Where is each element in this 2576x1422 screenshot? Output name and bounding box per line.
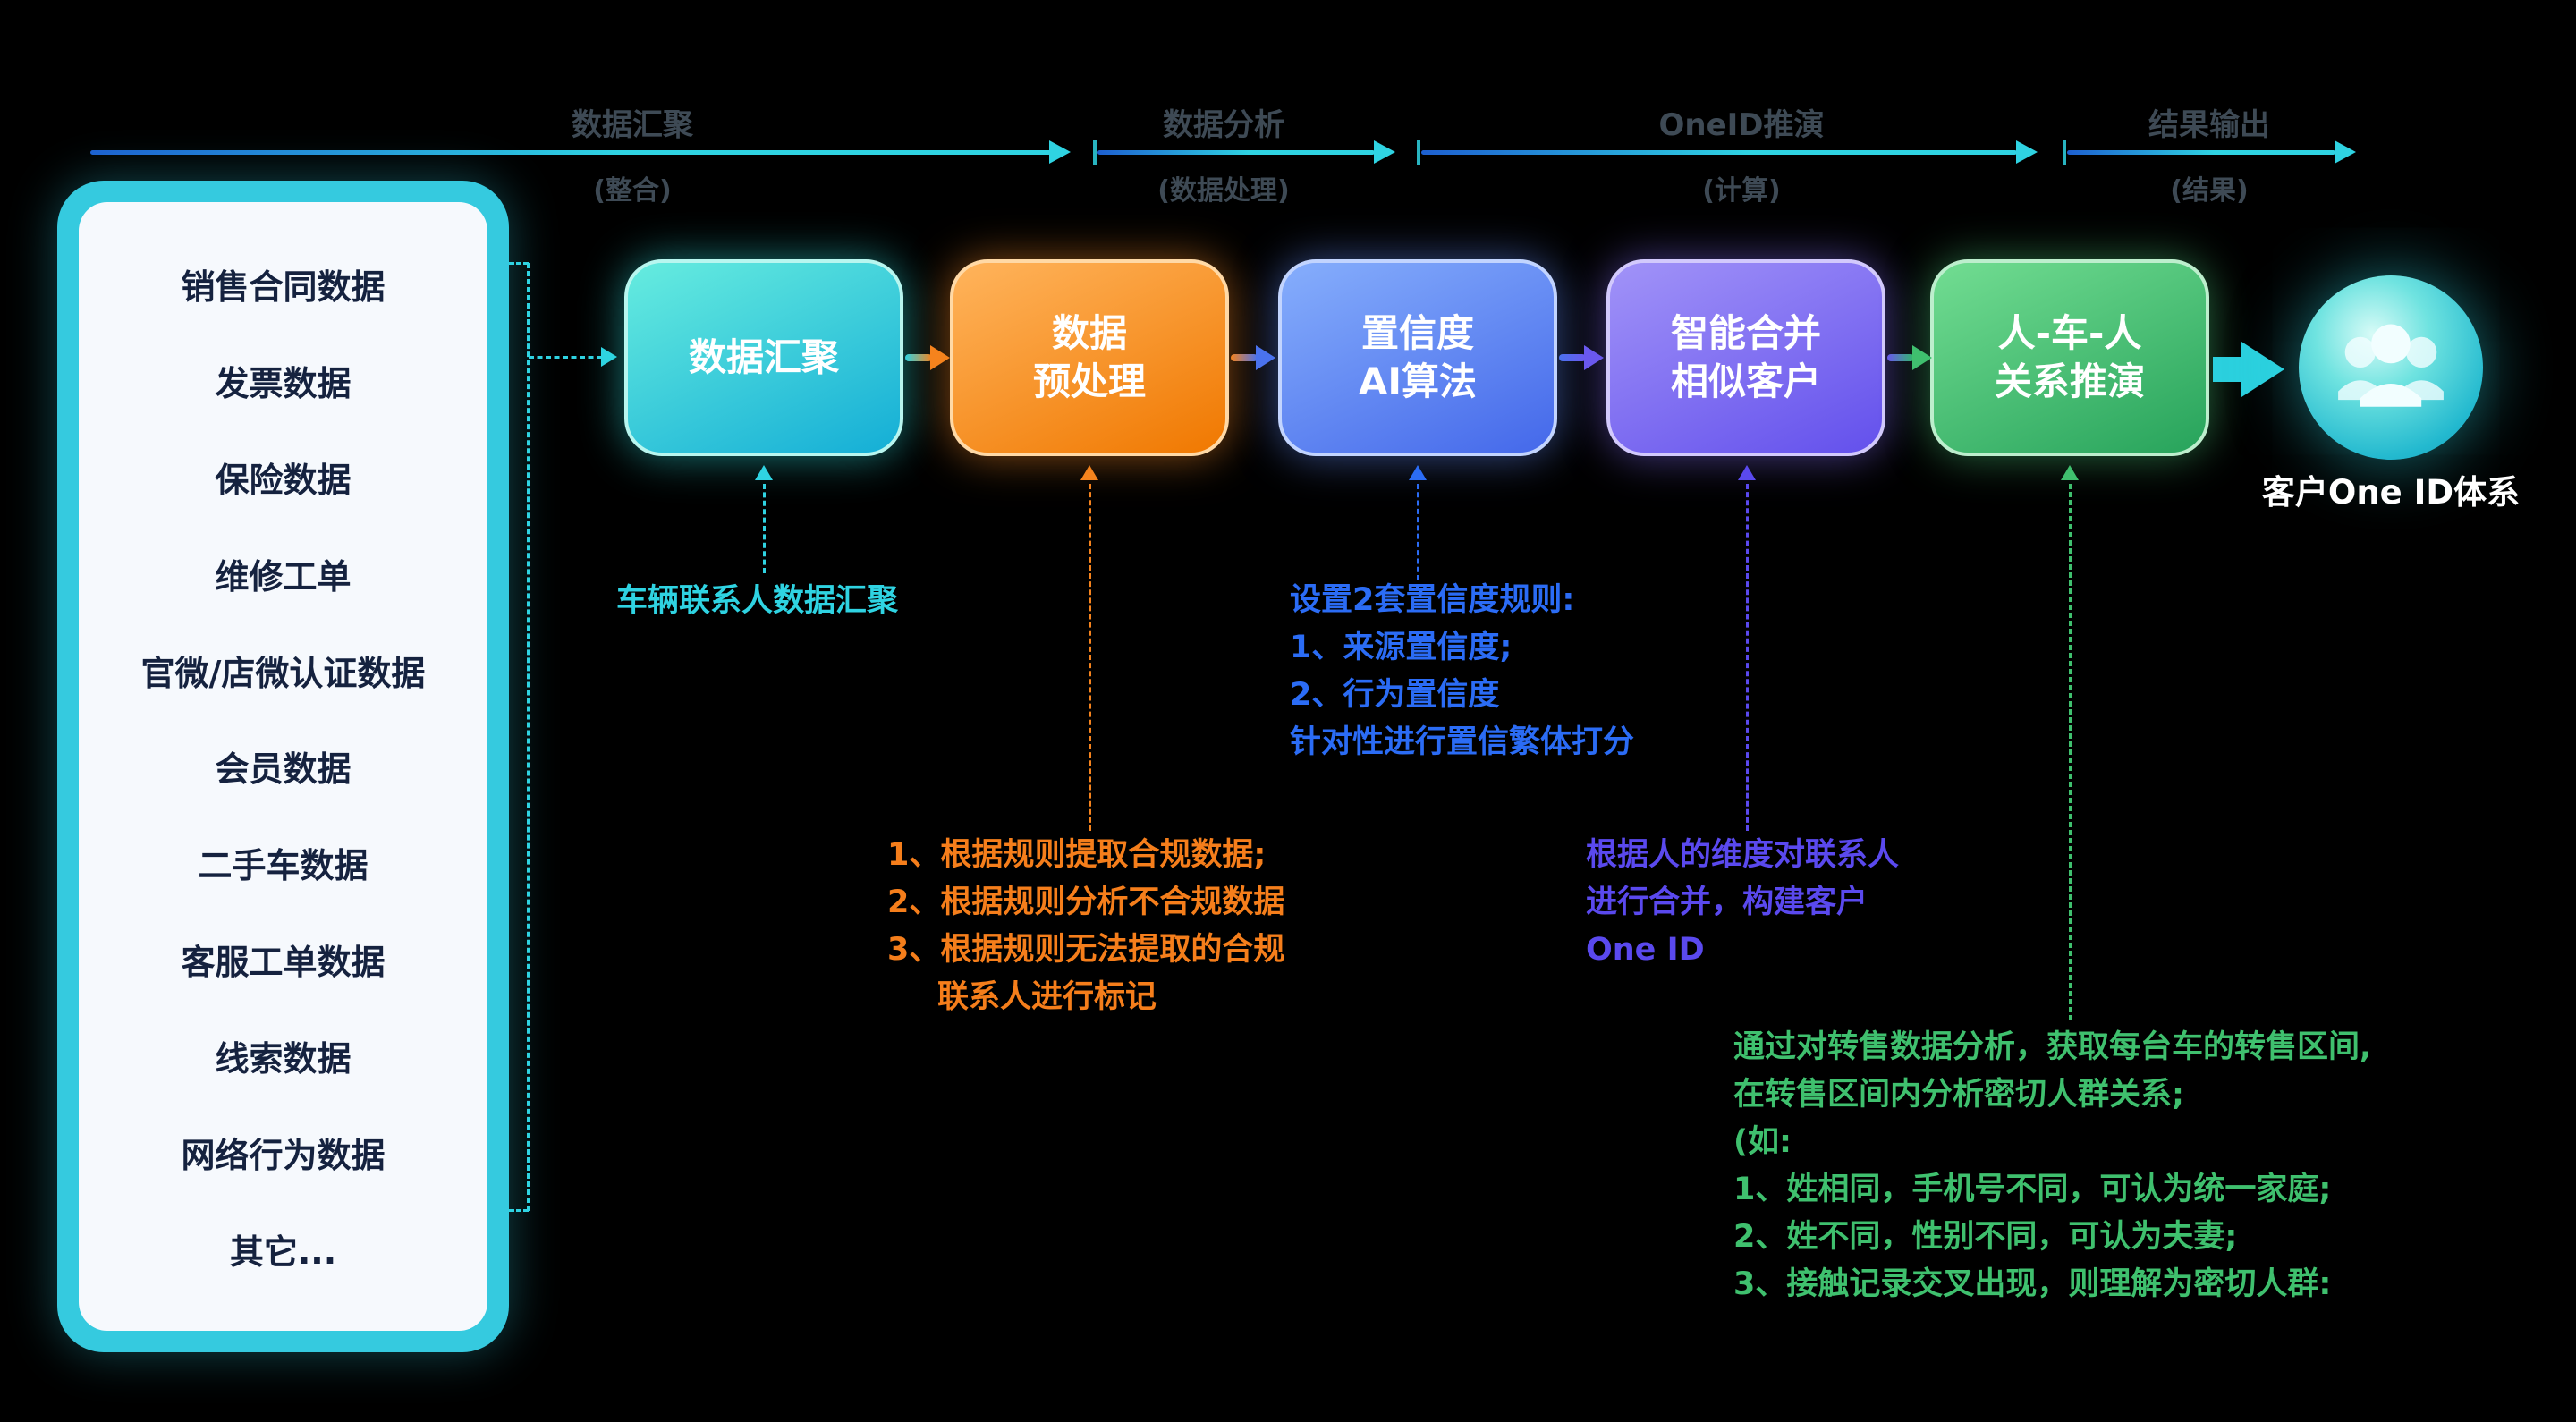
arrow-head-icon [1584,345,1604,370]
note-confidence: 设置2套置信度规则: 1、来源置信度; 2、行为置信度 针对性进行置信繁体打分 [1290,577,1634,766]
phase-sub-output: (结果) [2170,175,2249,207]
source-item: 保险数据 [215,460,352,500]
up-arrow-icon [1409,465,1427,480]
pipeline-box-aggregation: 数据汇聚 [624,259,903,456]
note-line: 联系人进行标记 [937,979,1157,1015]
note-connector-confidence [1417,484,1419,580]
note-line: 进行合并，构建客户 [1586,885,1868,920]
note-connector-aggregation [763,484,766,573]
note-line: (如: [1733,1124,1792,1160]
arrow-head-icon [1049,140,1071,164]
arrow-head-icon [930,345,950,370]
flow-arrow-line [905,354,932,361]
up-arrow-icon [1080,465,1098,480]
bracket-stub-top [509,262,529,265]
up-arrow-icon [2061,465,2079,480]
phase-arrow-line-4 [2067,150,2335,155]
note-preprocess: 1、根据规则提取合规数据; 2、根据规则分析不合规数据 3、根据规则无法提取的合… [887,832,1284,1021]
phase-arrow-line-3 [1421,150,2017,155]
source-item: 会员数据 [215,749,352,790]
phase-label-analysis: 数据分析 [1163,107,1284,143]
pipeline-box-preprocess: 数据 预处理 [950,259,1229,456]
arrow-head-icon [601,347,617,367]
data-sources-list: 销售合同数据 发票数据 保险数据 维修工单 官微/店微认证数据 会员数据 二手车… [79,202,487,1331]
source-item: 网络行为数据 [181,1136,386,1176]
box-label-line: 预处理 [1032,360,1146,403]
source-item: 官微/店微认证数据 [140,653,426,693]
phase-divider [1093,140,1097,165]
source-item: 客服工单数据 [181,943,386,983]
source-item: 维修工单 [215,556,352,597]
phase-label-output: 结果输出 [2148,107,2270,143]
source-item: 其它... [229,1232,337,1272]
note-connector-merge [1746,484,1749,831]
note-line: 2、根据规则分析不合规数据 [887,885,1285,920]
source-item: 线索数据 [215,1039,352,1079]
note-line: 1、根据规则提取合规数据; [887,837,1267,873]
note-line: 车辆联系人数据汇聚 [616,583,899,619]
note-line: 针对性进行置信繁体打分 [1290,724,1635,760]
box-label-line: 数据 [1051,311,1127,356]
result-arrow [2213,342,2284,397]
arrow-head-icon [2241,342,2284,397]
flow-arrow-line [1231,354,1258,361]
note-connector-relation [2069,484,2072,1020]
up-arrow-icon [1738,465,1756,480]
bracket-line [527,263,530,1211]
box-label-line: 人-车-人 [1997,311,2142,356]
flow-arrow-line [1887,354,1914,361]
note-line: 设置2套置信度规则: [1290,582,1575,618]
phase-sub-aggregation: (整合) [593,175,672,207]
arrow-head-icon [1256,345,1275,370]
note-line: 在转售区间内分析密切人群关系; [1733,1077,2184,1113]
note-line: 2、姓不同，性别不同，可认为夫妻; [1733,1219,2238,1255]
source-item: 销售合同数据 [181,267,386,307]
customer-oneid-badge [2299,275,2483,460]
pipeline-box-confidence-ai: 置信度 AI算法 [1278,259,1557,456]
phase-label-aggregation: 数据汇聚 [572,107,693,143]
box-label-line: AI算法 [1358,360,1478,403]
arrow-shaft [2213,357,2241,382]
box-label-line: 智能合并 [1670,311,1821,356]
data-sources-panel: 销售合同数据 发票数据 保险数据 维修工单 官微/店微认证数据 会员数据 二手车… [57,181,509,1352]
pipeline-box-relation-inference: 人-车-人 关系推演 [1930,259,2209,456]
note-line: One ID [1586,932,1705,968]
note-line: 3、根据规则无法提取的合规 [887,932,1285,968]
note-line: 1、来源置信度; [1290,630,1513,665]
note-line: 3、接触记录交叉出现，则理解为密切人群: [1733,1266,2332,1302]
note-relation: 通过对转售数据分析，获取每台车的转售区间, 在转售区间内分析密切人群关系; (如… [1733,1024,2371,1308]
up-arrow-icon [755,465,773,480]
note-aggregation: 车辆联系人数据汇聚 [616,578,898,625]
box-label-line: 关系推演 [1994,360,2145,403]
arrow-head-icon [2016,140,2038,164]
arrow-head-icon [1912,345,1932,370]
arrow-head-icon [2334,140,2356,164]
note-line: 根据人的维度对联系人 [1586,837,1900,873]
bracket-arrow-line [529,356,602,359]
result-label: 客户One ID体系 [2261,473,2521,512]
note-line: 通过对转售数据分析，获取每台车的转售区间, [1733,1029,2372,1065]
note-line: 2、行为置信度 [1290,677,1500,713]
phase-arrow-line-2 [1097,150,1375,155]
flow-arrow-line [1559,354,1586,361]
phase-label-oneid: OneID推演 [1658,107,1825,143]
phase-sub-analysis: (数据处理) [1157,175,1290,207]
note-line: 1、姓相同，手机号不同，可认为统一家庭; [1733,1172,2332,1207]
box-label-line: 置信度 [1360,311,1474,356]
note-connector-preprocess [1089,484,1091,831]
box-label-line: 相似客户 [1670,360,1821,403]
bracket-stub-bottom [509,1209,529,1212]
note-merge: 根据人的维度对联系人 进行合并，构建客户 One ID [1586,832,1899,974]
arrow-head-icon [1374,140,1395,164]
phase-divider [1417,140,1420,165]
phase-arrow-line-1 [90,150,1051,155]
source-item: 二手车数据 [198,846,369,886]
phase-sub-oneid: (计算) [1702,175,1781,207]
phase-divider [2063,140,2066,165]
source-item: 发票数据 [215,363,352,403]
box-label-line: 数据汇聚 [688,335,839,380]
pipeline-box-merge-customers: 智能合并 相似客户 [1606,259,1885,456]
people-group-icon [2338,324,2444,407]
